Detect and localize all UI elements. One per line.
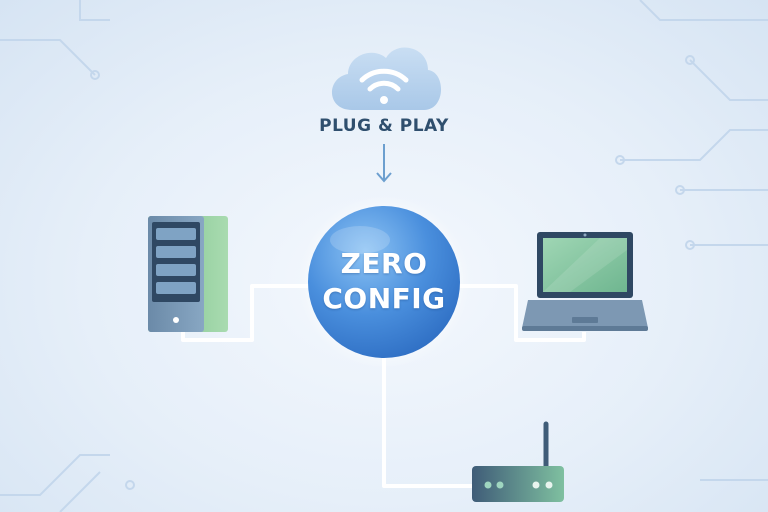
circuit-trace: [79, 0, 110, 21]
circuit-node: [675, 185, 685, 195]
circuit-node: [685, 240, 695, 250]
connector-laptop: [460, 284, 586, 342]
circuit-node: [125, 480, 135, 490]
server-icon: [148, 216, 228, 332]
circuit-trace: [620, 129, 768, 161]
connector-router: [382, 356, 472, 488]
circuit-node: [90, 70, 100, 80]
arrow-down-icon: [376, 144, 392, 183]
hub-circle: [298, 196, 470, 368]
circuit-node: [685, 55, 695, 65]
connector-server: [181, 284, 308, 342]
circuit-trace: [689, 59, 768, 101]
circuit-trace: [639, 0, 768, 21]
circuit-node: [615, 155, 625, 165]
connectors: [181, 284, 586, 488]
cloud-wifi-icon: [331, 47, 442, 110]
circuit-trace: [0, 454, 110, 496]
hub-title-line-1: ZERO: [340, 247, 428, 280]
router-icon: [472, 421, 564, 502]
plug-and-play-label: PLUG & PLAY: [319, 116, 449, 136]
laptop-icon: [522, 232, 648, 331]
hub-title-line-2: CONFIG: [322, 282, 446, 315]
circuit-trace: [0, 39, 96, 76]
circuit-trace: [59, 471, 101, 512]
